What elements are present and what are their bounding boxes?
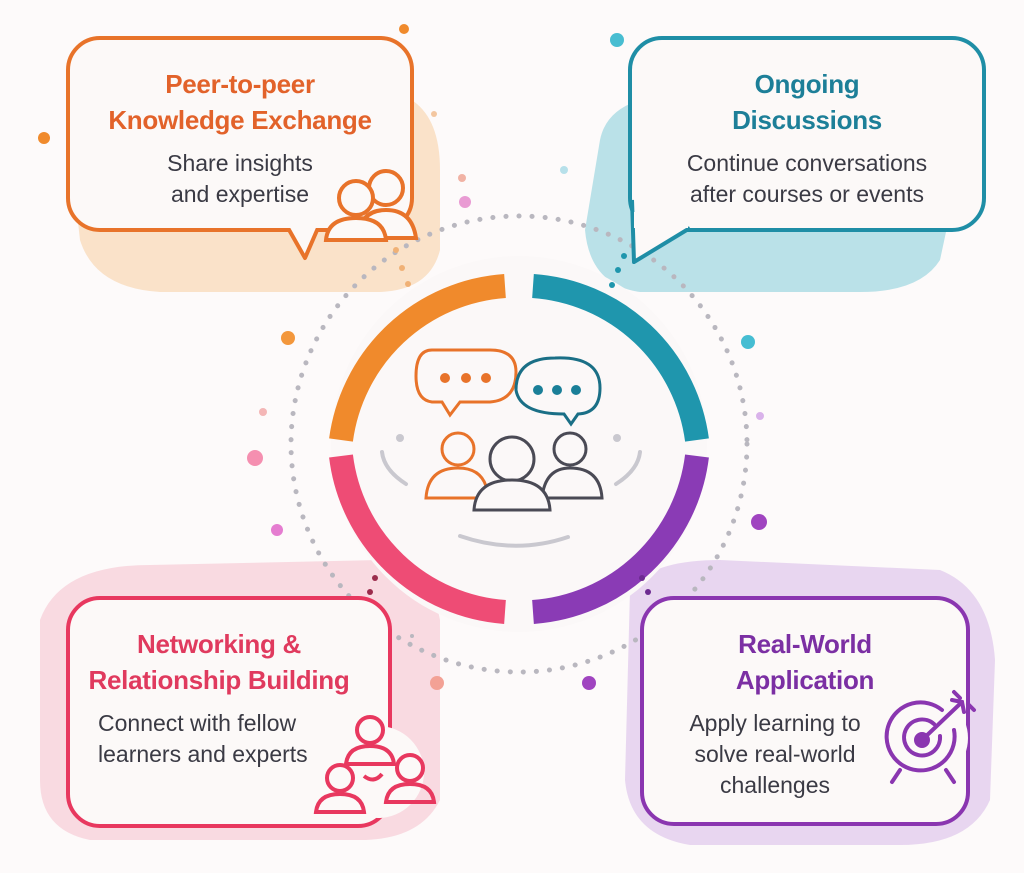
desc-line: Continue conversations [686,150,928,176]
desc-line: learners and experts [98,741,308,767]
title-line: Application [735,665,875,695]
desc-line: Connect with fellow [98,710,297,736]
title-line: Peer-to-peer [165,69,315,99]
center-icon-group [380,348,642,548]
card-ongoing-discussions: Ongoing Discussions Continue conversatio… [628,36,986,232]
network-people-icon [313,715,437,818]
card-description: Continue conversations after courses or … [632,148,982,210]
ring-segment-teal [532,274,709,442]
title-line: Discussions [732,105,882,135]
decorative-dots [38,24,767,690]
card-description: Apply learning to solve real-world chall… [644,708,966,801]
desc-line: after courses or events [690,181,924,207]
card-peer-to-peer: Peer-to-peer Knowledge Exchange Share in… [66,36,414,232]
title-line: Relationship Building [88,665,350,695]
title-line: Knowledge Exchange [108,105,372,135]
desc-line: solve real-world [694,741,856,767]
desc-line: challenges [720,772,830,798]
desc-line: and expertise [170,181,310,207]
card-title: Real-World Application [644,626,966,698]
ring-segment-purple [532,454,709,624]
two-people-icon [323,169,419,242]
title-line: Real-World [738,629,872,659]
card-title: Peer-to-peer Knowledge Exchange [70,66,410,138]
desc-line: Share insights [167,150,313,176]
card-title: Networking & Relationship Building [70,626,388,698]
card-description: Connect with fellow learners and experts [70,708,388,770]
ring-segment-pink [329,454,506,624]
desc-line: Apply learning to [689,710,861,736]
card-description: Share insights and expertise [70,148,410,210]
speech-bubble-teal-icon [514,356,602,427]
speech-bubble-orange-icon [414,348,518,418]
title-line: Ongoing [754,69,860,99]
card-real-world-application: Real-World Application Apply learning to… [640,596,970,826]
dotted-ring [288,213,750,675]
title-line: Networking & [137,629,301,659]
ring-segment-orange [329,274,506,442]
target-arrow-icon [882,690,976,784]
card-title: Ongoing Discussions [632,66,982,138]
group-of-people-icon [424,431,604,512]
